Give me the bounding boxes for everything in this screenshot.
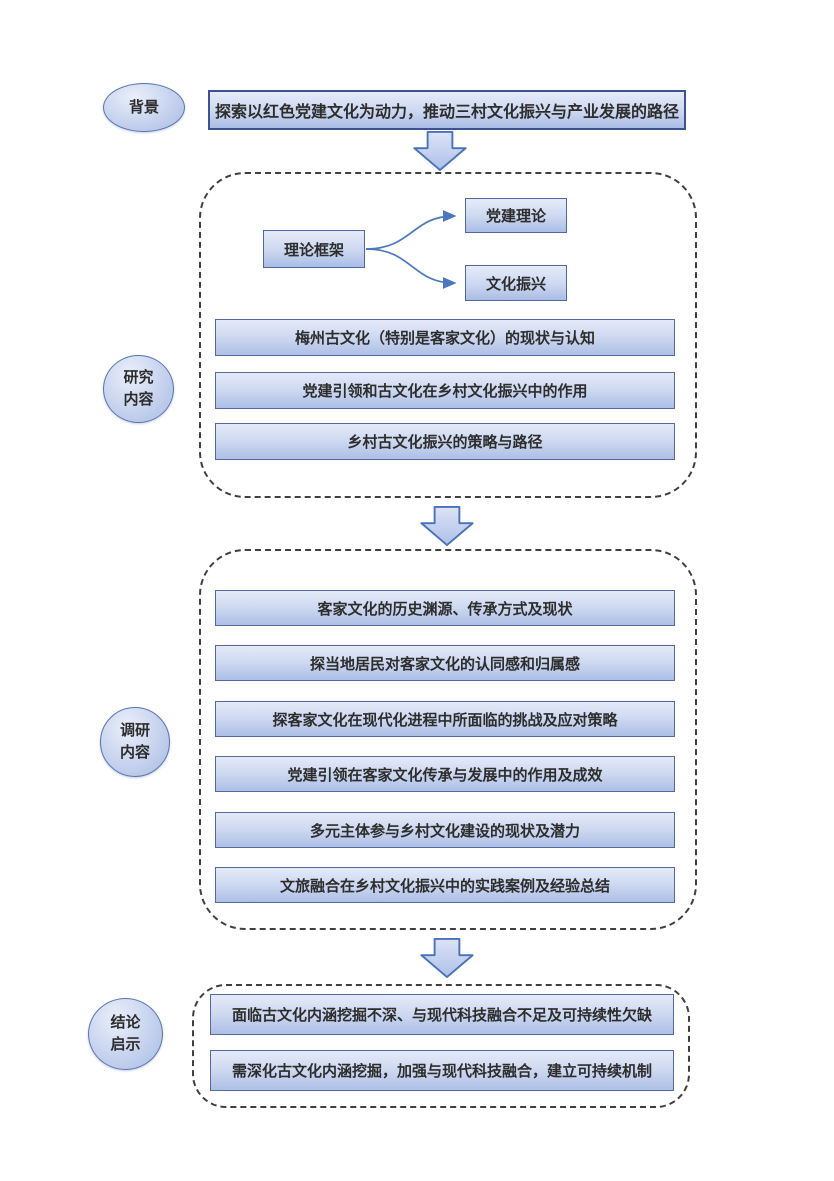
research-label-line1: 研究 [123, 369, 154, 387]
research-item-3: 乡村古文化振兴的策略与路径 [347, 434, 543, 451]
down-arrow-icon [420, 506, 474, 546]
survey-item-bar: 多元主体参与乡村文化建设的现状及潜力 [215, 812, 675, 848]
survey-item-2: 探当地居民对客家文化的认同感和归属感 [309, 655, 580, 673]
survey-item-4: 党建引领在客家文化传承与发展中的作用及成效 [287, 766, 603, 784]
survey-label-line2: 内容 [119, 744, 150, 761]
conclusion-item-1: 面临古文化内涵挖掘不深、与现代科技融合不足及可持续性欠缺 [231, 1007, 652, 1024]
survey-item-6: 文旅融合在乡村文化振兴中的实践案例及经验总结 [279, 877, 610, 895]
down-arrow-icon [413, 131, 467, 171]
survey-item-bar: 客家文化的历史渊源、传承方式及现状 [215, 590, 675, 626]
framework-branch-party-theory-box: 党建理论 [465, 198, 567, 233]
conclusion-section-container [192, 984, 690, 1108]
conclusion-item-bar: 需深化古文化内涵挖掘，加强与现代科技融合，建立可持续机制 [210, 1050, 674, 1091]
background-statement-box: 探索以红色党建文化为动力，推动三村文化振兴与产业发展的路径 [208, 90, 686, 130]
research-item-bar: 梅州古文化（特别是客家文化）的现状与认知 [215, 319, 675, 356]
conclusion-item-bar: 面临古文化内涵挖掘不深、与现代科技融合不足及可持续性欠缺 [210, 994, 674, 1035]
research-item-bar: 乡村古文化振兴的策略与路径 [215, 423, 675, 460]
conclusion-label-line2: 启示 [110, 1036, 141, 1053]
research-item-1: 梅州古文化（特别是客家文化）的现状与认知 [294, 330, 595, 347]
survey-section-container [199, 549, 697, 930]
survey-item-bar: 探客家文化在现代化进程中所面临的挑战及应对策略 [215, 701, 675, 737]
research-section-container [199, 172, 697, 498]
research-label-line2: 内容 [123, 391, 154, 408]
framework-branch-culture-revitalization-label: 文化振兴 [485, 275, 546, 293]
research-item-bar: 党建引领和古文化在乡村文化振兴中的作用 [215, 372, 675, 409]
survey-label-line1: 调研 [119, 722, 150, 740]
conclusion-item-2: 需深化古文化内涵挖掘，加强与现代科技融合，建立可持续机制 [231, 1063, 652, 1080]
background-statement: 探索以红色党建文化为动力，推动三村文化振兴与产业发展的路径 [214, 104, 679, 121]
survey-item-bar: 党建引领在客家文化传承与发展中的作用及成效 [215, 756, 675, 792]
framework-root-box: 理论框架 [263, 230, 365, 268]
background-label: 背景 [128, 98, 159, 116]
survey-item-bar: 探当地居民对客家文化的认同感和归属感 [215, 645, 675, 681]
survey-item-bar: 文旅融合在乡村文化振兴中的实践案例及经验总结 [215, 867, 675, 903]
branch-connector-curves [365, 210, 457, 289]
survey-label-ellipse: 调研 内容 [100, 707, 170, 777]
framework-root-label: 理论框架 [283, 241, 344, 259]
survey-item-1: 客家文化的历史渊源、传承方式及现状 [317, 600, 573, 618]
framework-branch-party-theory-label: 党建理论 [485, 208, 546, 225]
survey-item-5: 多元主体参与乡村文化建设的现状及潜力 [309, 822, 580, 840]
framework-branch-culture-revitalization-box: 文化振兴 [465, 265, 567, 301]
survey-item-3: 探客家文化在现代化进程中所面临的挑战及应对策略 [272, 711, 618, 729]
background-ellipse: 背景 [103, 83, 185, 132]
research-label-ellipse: 研究 内容 [103, 355, 174, 423]
conclusion-label-line1: 结论 [110, 1014, 141, 1032]
down-arrow-icon [420, 938, 474, 978]
research-item-2: 党建引领和古文化在乡村文化振兴中的作用 [302, 383, 588, 400]
conclusion-label-ellipse: 结论 启示 [88, 998, 163, 1070]
